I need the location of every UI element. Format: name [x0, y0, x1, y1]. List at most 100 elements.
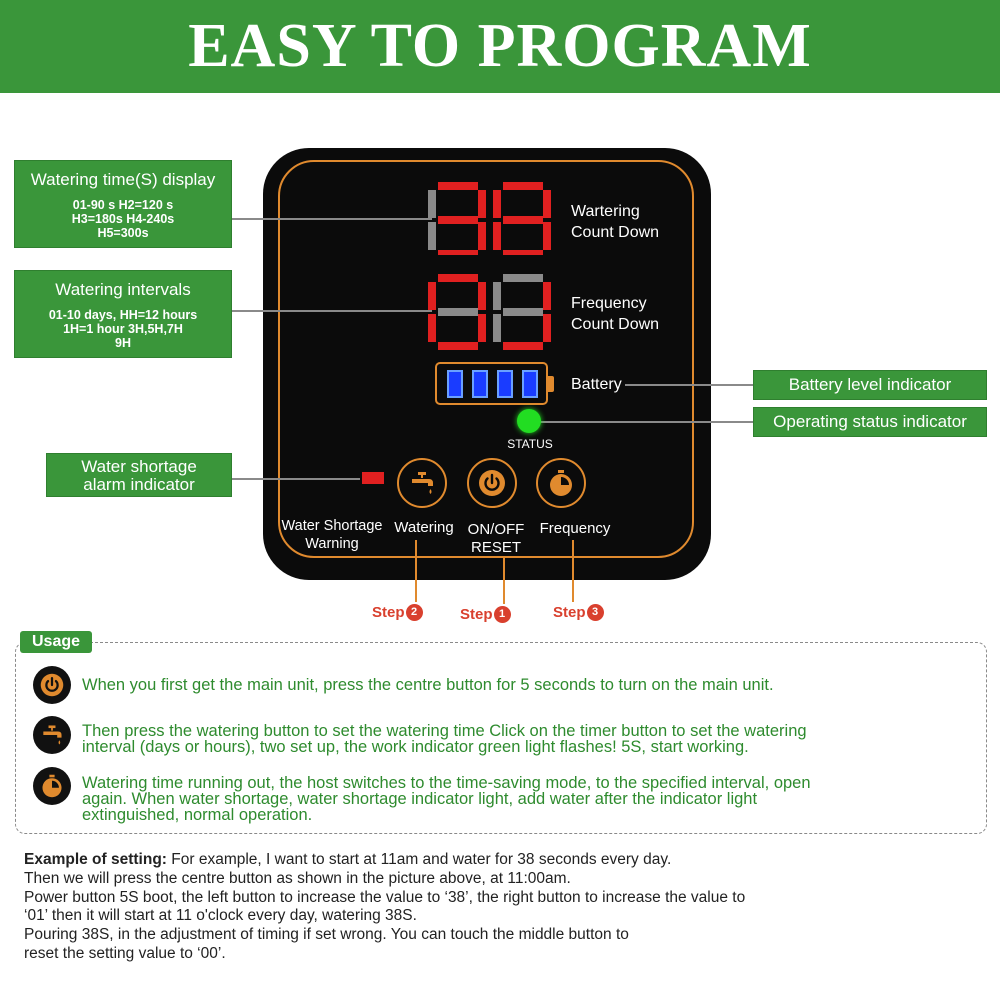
display-segment: [543, 282, 551, 310]
device-border: [278, 160, 694, 558]
example-line1: For example, I want to start at 11am and…: [166, 851, 672, 868]
callout-watering-intervals-title: Watering intervals: [55, 280, 191, 299]
display-segment: [438, 216, 478, 224]
usage-item-3-line3: extinguished, normal operation.: [82, 806, 313, 824]
display-segment: [493, 282, 501, 310]
usage-item-3: Watering time running out, the host swit…: [82, 774, 811, 824]
usage-item-2-line2: interval (days or hours), two set up, th…: [82, 738, 749, 756]
page-title: EASY TO PROGRAM: [188, 12, 812, 80]
battery-icon: [435, 362, 554, 405]
battery-bar: [447, 370, 463, 398]
display-segment: [478, 282, 486, 310]
display-segment: [543, 314, 551, 342]
usage-item-2-line1: Then press the watering button to set th…: [82, 722, 807, 740]
step-3-number: 3: [586, 604, 604, 621]
frequency-countdown-line1: Frequency: [571, 295, 647, 312]
display-segment: [438, 342, 478, 350]
frequency-countdown-label: Frequency Count Down: [571, 293, 659, 335]
frequency-button[interactable]: [536, 458, 586, 508]
power-icon: [40, 673, 64, 697]
step-2-number: 2: [405, 604, 423, 621]
step-2-text: Step: [372, 604, 405, 621]
example-line3: Power button 5S boot, the left button to…: [24, 888, 746, 906]
display-segment: [543, 222, 551, 250]
display-segment: [503, 342, 543, 350]
usage-timer-icon: [33, 767, 71, 805]
callout-watering-intervals-line3: 9H: [115, 336, 131, 350]
water-shortage-led: [362, 472, 384, 484]
callout-water-shortage-line2: alarm indicator: [83, 475, 195, 494]
battery-bar: [497, 370, 513, 398]
onoff-label-line1: ON/OFF: [467, 521, 525, 538]
watering-countdown-line1: Wartering: [571, 203, 640, 220]
callout-operating-status-text: Operating status indicator: [773, 412, 967, 431]
display-segment: [503, 308, 543, 316]
callout-watering-time-line2: H3=180s H4-240s: [71, 212, 175, 226]
display-segment: [493, 222, 501, 250]
faucet-icon: [412, 472, 433, 494]
header-banner: EASY TO PROGRAM: [0, 0, 1000, 93]
water-shortage-label-line1: Water Shortage: [281, 518, 383, 534]
example-line5: Pouring 38S, in the adjustment of timing…: [24, 926, 629, 944]
onoff-reset-label: ON/OFF RESET: [457, 521, 535, 557]
usage-item-3-line1: Watering time running out, the host swit…: [82, 774, 811, 792]
callout-watering-intervals-line2: 1H=1 hour 3H,5H,7H: [63, 322, 183, 336]
display-segment: [478, 222, 486, 250]
display-segment: [428, 282, 436, 310]
status-label: STATUS: [507, 437, 553, 451]
timer-icon: [42, 774, 62, 798]
leader-line-water-shortage: [232, 478, 360, 480]
example-heading: Example of setting:: [24, 851, 167, 868]
timer-icon: [550, 470, 572, 496]
usage-faucet-icon: [33, 716, 71, 754]
step2-line: [415, 540, 417, 602]
leader-line-watering-time: [232, 218, 432, 220]
callout-water-shortage: Water shortage alarm indicator: [46, 453, 232, 497]
callout-watering-intervals: Watering intervals 01-10 days, HH=12 hou…: [14, 270, 232, 358]
display-segment: [503, 250, 543, 255]
controller-device: [263, 148, 711, 580]
battery-bar: [472, 370, 488, 398]
display-segment: [543, 190, 551, 218]
battery-label: Battery: [571, 376, 622, 393]
callout-watering-intervals-line1: 01-10 days, HH=12 hours: [48, 308, 198, 322]
usage-item-1: When you first get the main unit, press …: [82, 676, 774, 694]
step-3-text: Step: [553, 604, 586, 621]
water-shortage-warning-label: Water Shortage Warning: [278, 517, 386, 553]
usage-box: [15, 642, 987, 834]
display-segment: [428, 314, 436, 342]
onoff-reset-button[interactable]: [467, 458, 517, 508]
frequency-countdown-line2: Count Down: [571, 316, 660, 333]
callout-water-shortage-line1: Water shortage: [81, 457, 197, 476]
battery-bar: [522, 370, 538, 398]
display-segment: [478, 190, 486, 218]
step-1-text: Step: [460, 606, 493, 623]
display-segment: [493, 314, 501, 342]
display-segment: [438, 182, 478, 190]
usage-power-icon: [33, 666, 71, 704]
display-segment: [428, 222, 436, 250]
step-1-number: 1: [493, 606, 511, 623]
watering-button[interactable]: [397, 458, 447, 508]
usage-item-2: Then press the watering button to set th…: [82, 722, 807, 756]
display-segment: [503, 182, 543, 190]
leader-line-battery: [625, 384, 753, 386]
step1-line: [503, 558, 505, 604]
example-line6: reset the setting value to ‘00’.: [24, 944, 226, 962]
display-segment: [503, 216, 543, 224]
example-of-setting: Example of setting: For example, I want …: [24, 851, 984, 964]
callout-watering-time-line3: H5=300s: [97, 226, 149, 240]
callout-battery-level-text: Battery level indicator: [788, 375, 952, 394]
callout-operating-status: Operating status indicator: [753, 407, 987, 437]
power-icon: [479, 470, 505, 496]
display-segment: [428, 190, 436, 218]
display-segment: [478, 314, 486, 342]
example-line2: Then we will press the centre button as …: [24, 869, 571, 887]
water-shortage-label-line2: Warning: [305, 536, 359, 552]
faucet-icon: [43, 725, 62, 745]
watering-countdown-line2: Count Down: [571, 224, 660, 241]
display-segment: [493, 190, 501, 218]
watering-button-label: Watering: [394, 519, 454, 536]
